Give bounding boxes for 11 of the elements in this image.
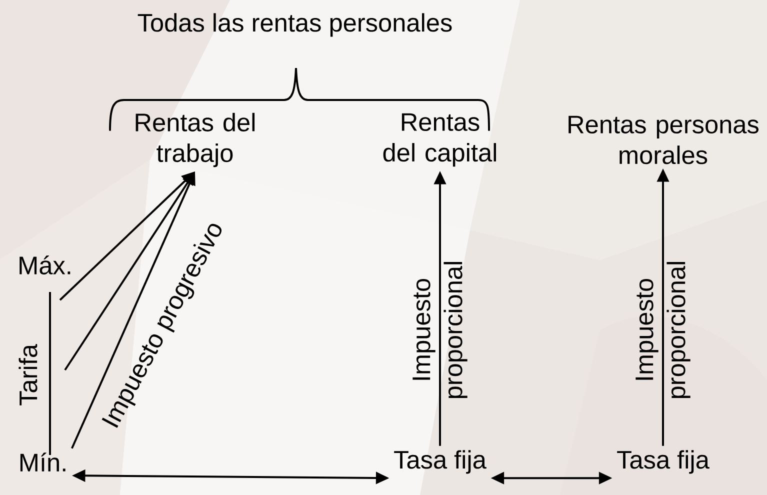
text-label: Rentas del capital xyxy=(383,113,496,167)
text-label: Tasa fija xyxy=(617,450,710,474)
axis-label: Tarifa xyxy=(18,344,38,406)
text-label: Rentas personas morales xyxy=(568,116,758,164)
text-label: Rentas del trabajo xyxy=(136,112,255,168)
text-label: Mín. xyxy=(20,452,66,472)
text-label: Tasa fija xyxy=(394,450,486,474)
edge-label: Impuesto proporcional xyxy=(636,262,690,398)
heading: Todas las rentas personales xyxy=(138,13,452,37)
axis-label: Máx. xyxy=(20,256,70,274)
edge-label: Impuesto proporcional xyxy=(412,262,468,398)
